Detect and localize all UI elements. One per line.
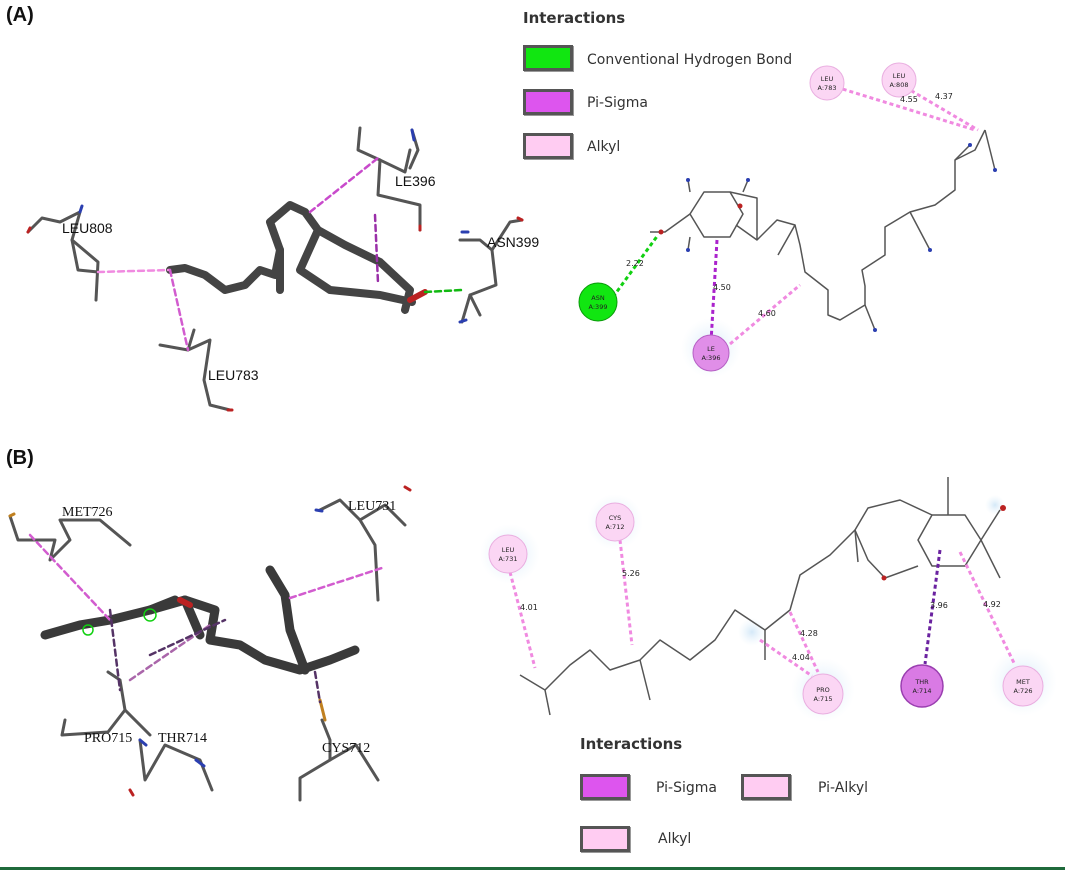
residue-2d-a-leu808-l1: LEU bbox=[893, 72, 906, 80]
distance-a-3: 2.22 bbox=[626, 259, 644, 268]
legend-b-label-pialkyl: Pi-Alkyl bbox=[818, 780, 869, 796]
residue-2d-b-met726-l2: A:726 bbox=[1014, 687, 1033, 695]
footer-rule bbox=[0, 867, 1065, 870]
residue-2d-a-asn399-l1: ASN bbox=[591, 294, 605, 302]
panel-a-label: (A) bbox=[6, 4, 34, 26]
residue-2d-a-le396-l2: A:396 bbox=[702, 354, 721, 362]
residue-2d-b-cys712-l2: A:712 bbox=[606, 523, 625, 531]
residue-2d-b-leu731-l2: A:731 bbox=[499, 555, 518, 563]
panel-b-label: (B) bbox=[6, 447, 34, 469]
residue-3d-a-leu783: LEU783 bbox=[208, 367, 259, 383]
legend-a-label-pisigma: Pi-Sigma bbox=[587, 95, 648, 111]
residue-3d-b-thr714: THR714 bbox=[158, 731, 207, 746]
distance-b-2: 5.26 bbox=[622, 569, 640, 578]
legend-a-swatch-hbond bbox=[523, 45, 573, 71]
residue-2d-a-leu808-l2: A:808 bbox=[890, 81, 909, 89]
distance-b-1: 4.01 bbox=[520, 603, 538, 612]
panel-a-2d-view: ASN A:399 LE A:396 LEU A:783 LEU A:808 4… bbox=[578, 62, 997, 378]
residue-3d-a-asn399: ASN399 bbox=[487, 234, 539, 250]
legend-b-swatch-pialkyl bbox=[741, 774, 791, 800]
residue-2d-b-pro715-l1: PRO bbox=[816, 686, 830, 694]
distance-b-6: 4.92 bbox=[983, 600, 1001, 609]
residue-3d-b-cys712: CYS712 bbox=[322, 741, 370, 756]
residue-2d-b-met726-l1: MET bbox=[1016, 678, 1030, 686]
residue-2d-a-asn399-l2: A:399 bbox=[589, 303, 608, 311]
residue-2d-a-leu783-l2: A:783 bbox=[818, 84, 837, 92]
distance-b-3: 4.28 bbox=[800, 629, 818, 638]
legend-a-swatch-pisigma bbox=[523, 89, 573, 115]
distance-a-2: 4.37 bbox=[935, 92, 953, 101]
residue-2d-a-leu783-l1: LEU bbox=[821, 75, 834, 83]
panel-b-3d-view: MET726 LEU731 PRO715 THR714 CYS712 bbox=[8, 485, 412, 802]
residue-2d-b-cys712-l1: CYS bbox=[609, 514, 622, 522]
residue-3d-b-pro715: PRO715 bbox=[84, 731, 132, 746]
residue-3d-a-leu808: LEU808 bbox=[62, 220, 113, 236]
legend-b-label-alkyl: Alkyl bbox=[658, 831, 692, 847]
residue-3d-b-met726: MET726 bbox=[62, 505, 113, 520]
residue-2d-a-le396-l1: LE bbox=[707, 345, 715, 353]
distance-a-5: 4.60 bbox=[758, 309, 776, 318]
legend-a-swatch-alkyl bbox=[523, 133, 573, 159]
panel-b-2d-view: LEU A:731 CYS A:712 PRO A:715 THR A:714 … bbox=[480, 477, 1057, 722]
distance-b-4: 4.04 bbox=[792, 653, 810, 662]
residue-2d-b-pro715-l2: A:715 bbox=[814, 695, 833, 703]
distance-a-1: 4.55 bbox=[900, 95, 918, 104]
legend-a-label-alkyl: Alkyl bbox=[587, 139, 621, 155]
residue-3d-a-le396: LE396 bbox=[395, 173, 436, 189]
residue-2d-b-thr714-l2: A:714 bbox=[913, 687, 932, 695]
panel-a-3d-view: LE396 LEU808 ASN399 LEU783 bbox=[26, 126, 539, 412]
legend-b-swatch-alkyl bbox=[580, 826, 630, 852]
distance-a-4: 4.50 bbox=[713, 283, 731, 292]
residue-2d-b-leu731-l1: LEU bbox=[502, 546, 515, 554]
legend-a-label-hbond: Conventional Hydrogen Bond bbox=[587, 52, 793, 68]
residue-3d-b-leu731: LEU731 bbox=[348, 499, 396, 514]
residue-2d-b-thr714-l1: THR bbox=[914, 678, 929, 686]
legend-b-title: Interactions bbox=[580, 735, 683, 753]
distance-b-5: 3.96 bbox=[930, 601, 948, 610]
legend-b-label-pisigma: Pi-Sigma bbox=[656, 780, 717, 796]
legend-b-swatch-pisigma bbox=[580, 774, 630, 800]
legend-a-title: Interactions bbox=[523, 9, 626, 27]
